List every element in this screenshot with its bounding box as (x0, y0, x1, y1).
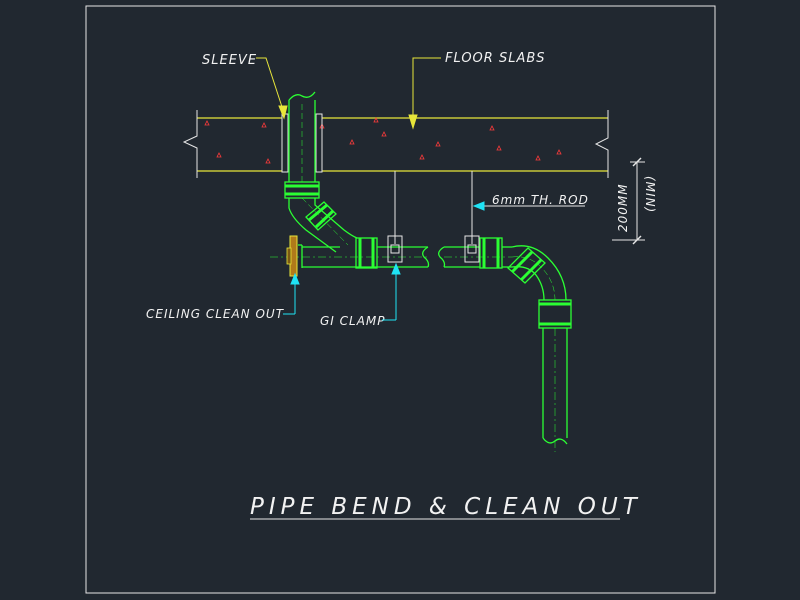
gi-clamp-arrow (391, 262, 401, 275)
hpipe-coupling (355, 237, 378, 269)
hanger-rod-1 (387, 171, 403, 263)
aggregate-mark (535, 155, 541, 161)
cleanout-plug-head (286, 247, 292, 265)
riser-pipe (284, 91, 320, 199)
horizontal-pipe-right (438, 237, 512, 269)
rod-label: 6mm TH. ROD (492, 193, 589, 207)
slab-aggregate (204, 117, 562, 164)
downpipe-cut-end (542, 437, 568, 445)
sleeve-arrow (278, 105, 288, 120)
gi-clamp-body (464, 235, 480, 263)
aggregate-mark (349, 139, 355, 145)
aggregate-mark (204, 120, 210, 126)
bend-coupling-band (314, 209, 335, 229)
bend90-coupling-band (510, 250, 534, 274)
bend-coupling-band (308, 203, 328, 222)
hpipe2-break-end (438, 246, 446, 268)
gi-clamp-label: GI CLAMP (320, 314, 386, 328)
floor-slab (182, 110, 609, 178)
aggregate-mark (496, 145, 502, 151)
sleeve-callout: SLEEVE (202, 53, 288, 120)
slab-break-left (182, 110, 198, 178)
bend90-coupling (507, 247, 546, 284)
drawing-title: PIPE BEND & CLEAN OUT (250, 494, 642, 520)
bend-45 (288, 197, 358, 253)
clean-out-arrow (290, 272, 300, 285)
ceiling-clean-out-label: CEILING CLEAN OUT (146, 307, 285, 321)
bend90-outer-wall (511, 245, 567, 301)
floor-slabs-label: FLOOR SLABS (445, 51, 546, 66)
aggregate-mark (419, 154, 425, 160)
drawing-title-block: PIPE BEND & CLEAN OUT (250, 494, 642, 520)
aggregate-mark (489, 125, 495, 131)
gi-clamp-bolt (390, 244, 400, 254)
drawing-border (85, 5, 716, 594)
slab-break-right (594, 110, 609, 178)
ceiling-clean-out-callout: CEILING CLEAN OUT (146, 272, 300, 321)
sleeve-label: SLEEVE (202, 53, 257, 68)
hpipe-break-end (422, 246, 430, 268)
dim-tick (632, 157, 642, 167)
rod-arrow (472, 201, 485, 211)
aggregate-mark (556, 149, 562, 155)
bend-90 (507, 245, 572, 329)
aggregate-mark (435, 141, 441, 147)
gi-clamp-bolt (467, 244, 477, 254)
riser-cut-end (288, 91, 316, 101)
bend90-coupling-band (519, 258, 543, 282)
riser-socket (284, 181, 320, 199)
bend90-inner-wall (511, 266, 545, 301)
dim-tick (632, 235, 642, 245)
bend90-centerline (511, 256, 556, 301)
gi-clamp-callout: GI CLAMP (320, 262, 401, 328)
dimension-note: (MIN) (643, 176, 657, 213)
bend-centerline (301, 197, 349, 246)
ceiling-clean-out-plug (286, 235, 298, 277)
hanger-rod-2 (464, 171, 480, 263)
floor-slabs-leader (412, 57, 441, 118)
hpipe2-coupling (479, 237, 503, 269)
dimension-text: 200MM (616, 183, 630, 232)
sleeve-right-wall (315, 113, 323, 173)
dimension-200mm: 200MM (MIN) (612, 157, 657, 245)
aggregate-mark (373, 117, 379, 123)
bend-outer-wall (288, 198, 337, 253)
sleeve-left-wall (281, 113, 289, 173)
gi-clamp-body (387, 235, 403, 263)
floor-slabs-arrow (408, 114, 418, 130)
aggregate-mark (381, 131, 387, 137)
bend-coupling (305, 201, 337, 231)
rod-callout: 6mm TH. ROD (472, 193, 589, 211)
aggregate-mark (265, 158, 271, 164)
aggregate-mark (261, 122, 267, 128)
aggregate-mark (216, 152, 222, 158)
floor-slabs-callout: FLOOR SLABS (408, 51, 546, 130)
sleeve-leader (256, 57, 285, 114)
down-pipe (542, 328, 568, 452)
